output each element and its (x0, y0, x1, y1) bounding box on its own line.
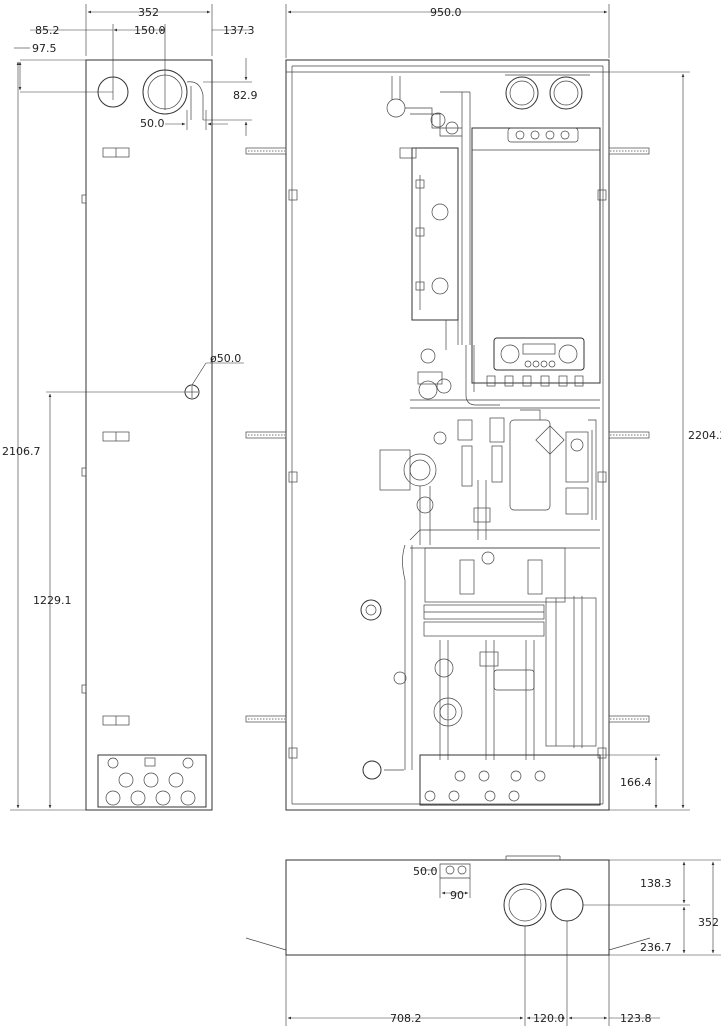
top-pipe-circle-second (550, 888, 584, 922)
dim-top-depth-b: 236.7 (640, 941, 672, 954)
side-knockout-panel (97, 754, 207, 808)
dim-front-width: 950.0 (430, 6, 462, 19)
dim-side-width: 352 (138, 6, 159, 19)
front-control-panel (493, 337, 585, 371)
dim-side-pipe-vert: 82.9 (233, 89, 258, 102)
dim-side-top-offset: 97.5 (32, 42, 57, 55)
dim-side-pipe-gap: 50.0 (140, 117, 165, 130)
top-pipe-circle-main (503, 883, 547, 927)
front-lower-manifold (423, 547, 597, 760)
front-pipe-circle-2 (549, 76, 583, 110)
top-view: 50.0 90 138.3 236.7 352 708.2 120.0 123.… (245, 855, 721, 1026)
front-mid-components (379, 409, 600, 770)
top-view-body (285, 859, 610, 956)
front-expansion-vessel (411, 147, 459, 321)
front-boiler-unit (471, 127, 601, 384)
top-fitting (439, 863, 471, 879)
side-fitting (186, 81, 204, 120)
dim-side-left-offset: 85.2 (35, 24, 60, 37)
dim-top-depth-total: 352 (698, 916, 719, 929)
dim-side-hole-diameter: ø50.0 (210, 352, 241, 365)
front-upper-pipes (386, 76, 600, 409)
front-side-hole (360, 599, 382, 621)
dim-front-height: 2204.2 (688, 429, 721, 442)
dim-side-height: 2106.7 (2, 445, 41, 458)
dim-top-left-a: 50.0 (413, 865, 438, 878)
side-view: 352 85.2 150.0 137.3 97.5 82.9 50.0 ø50.… (2, 4, 258, 811)
front-cabinet (285, 59, 610, 811)
dim-top-pipe-spacing: 120.0 (533, 1012, 565, 1025)
dim-top-depth-a: 138.3 (640, 877, 672, 890)
front-wall-studs (245, 147, 650, 723)
front-base (419, 754, 601, 806)
dim-side-hole-height: 1229.1 (33, 594, 72, 607)
dim-side-right-offset: 137.3 (223, 24, 255, 37)
dim-top-offset-right: 123.8 (620, 1012, 652, 1025)
dim-side-pipe-spacing: 150.0 (134, 24, 166, 37)
side-view-body (85, 59, 213, 811)
dim-front-bottom-offset: 166.4 (620, 776, 652, 789)
front-pipe-circle-1 (505, 76, 539, 110)
dim-top-offset-left: 708.2 (390, 1012, 422, 1025)
front-view: 950.0 2204.2 166.4 (245, 4, 721, 811)
dim-top-left-b: 90 (450, 889, 464, 902)
